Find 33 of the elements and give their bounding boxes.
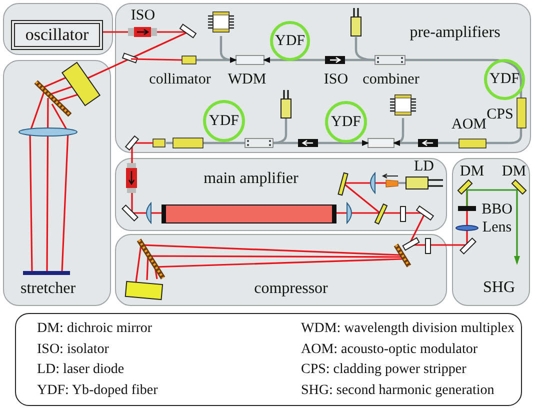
section-panel <box>115 3 531 153</box>
section-title: pre-amplifiers <box>410 25 500 41</box>
component-label: BBO <box>482 202 512 218</box>
component-label: DM <box>460 164 484 180</box>
legend-box <box>15 313 522 406</box>
component-label: WDM <box>228 72 266 88</box>
component-label: AOM <box>452 118 486 132</box>
component-label: LD <box>414 160 434 174</box>
legend-text: LD: laser diode <box>37 362 126 378</box>
section-panel <box>452 158 530 306</box>
component-label: Lens <box>482 220 512 236</box>
section-panel <box>3 60 111 306</box>
section-title: stretcher <box>20 281 76 297</box>
section-panel <box>3 3 113 55</box>
legend-text: WDM: wavelength division multiplex <box>301 321 516 338</box>
component-label: combiner <box>362 72 420 88</box>
legend-text: SHG: second harmonic generation <box>301 383 496 400</box>
component-label: collimator <box>149 72 211 88</box>
section-title: main amplifier <box>204 171 298 187</box>
oscillator-box: oscillator <box>11 20 103 50</box>
legend-text: ISO: isolator <box>37 342 110 358</box>
legend-text: CPS: cladding power stripper <box>301 362 468 378</box>
legend-text: YDF: Yb-doped fiber <box>37 383 159 400</box>
fiber-coil: YDF <box>270 21 310 61</box>
section-title: SHG <box>483 280 515 296</box>
component-label: DM <box>502 164 526 180</box>
section-panel <box>115 234 447 306</box>
component-label: CPS <box>486 108 514 122</box>
legend-text: AOM: acousto-optic modulator <box>301 342 479 358</box>
legend-text: DM: dichroic mirror <box>37 321 154 338</box>
section-title: compressor <box>254 281 328 297</box>
component-label: ISO <box>130 8 156 24</box>
component-label: ISO <box>324 72 348 88</box>
